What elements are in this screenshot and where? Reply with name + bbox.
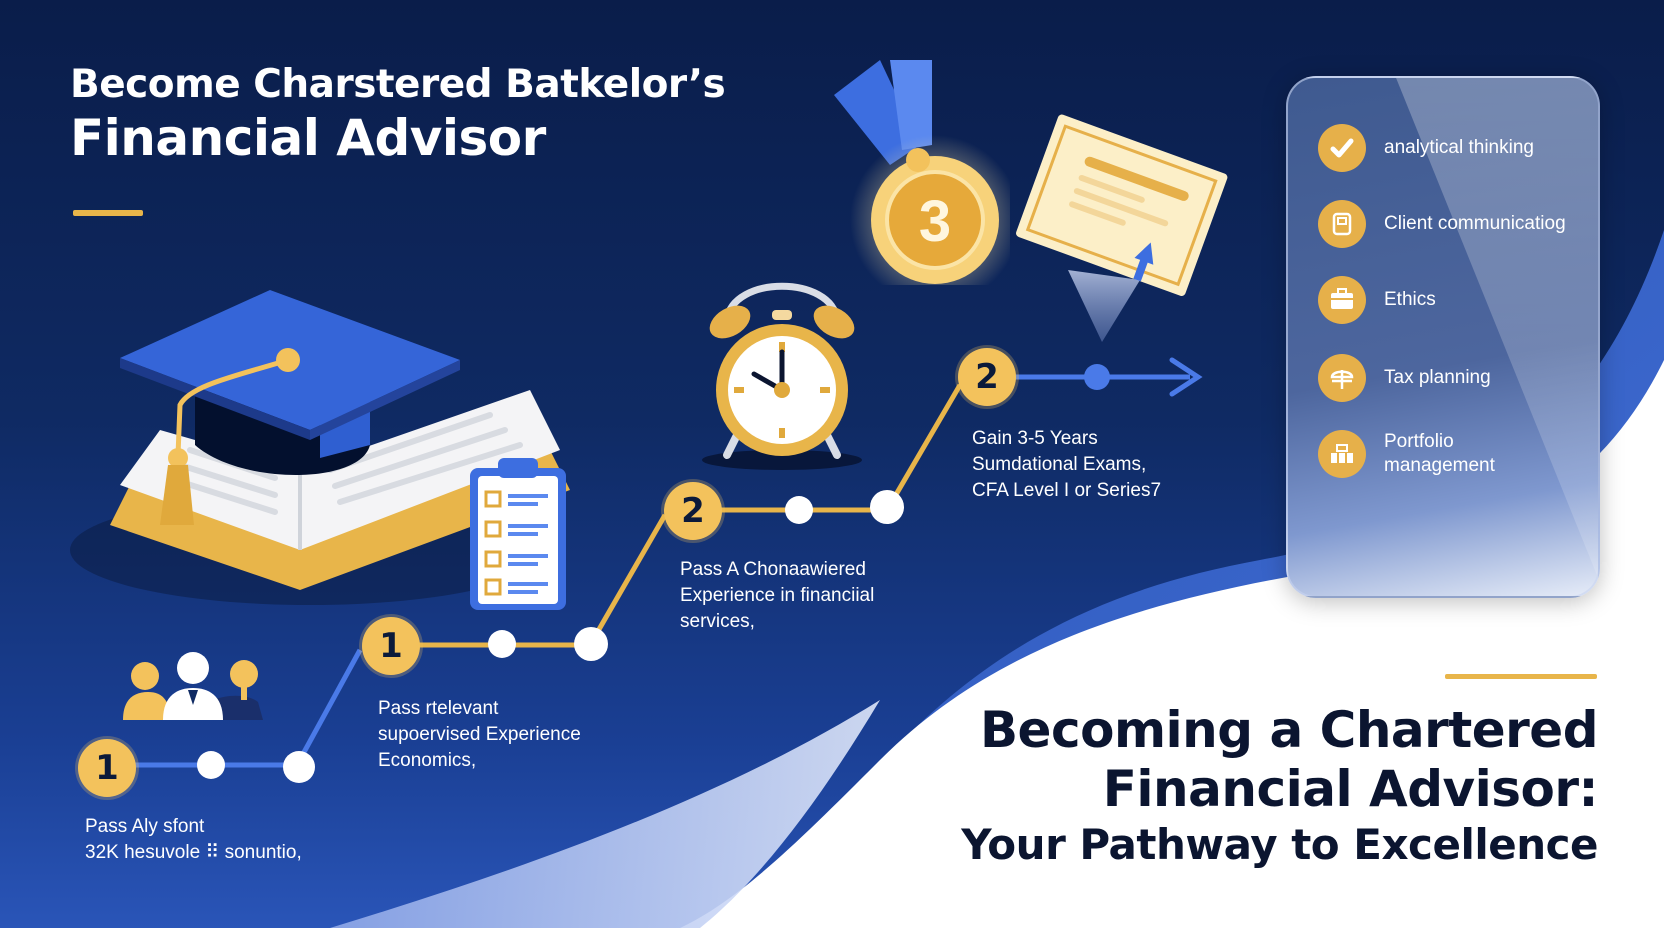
step-1a-line-2: 32K hesuvole ⠿ sonuntio, — [85, 842, 302, 863]
timeline-node — [574, 627, 608, 661]
people-group-icon — [123, 652, 263, 720]
step-2a-text: Pass A Chonaawiered Experience in financ… — [680, 557, 874, 635]
step-1a-line-1: Pass Aly sfont — [85, 816, 205, 837]
step-1b-line-1: Pass rtelevant — [378, 698, 499, 719]
document-icon — [1318, 200, 1366, 248]
skill-item-analytical-thinking: analytical thinking — [1318, 124, 1534, 172]
graduation-cap-book-icon — [70, 290, 570, 605]
step-1b-line-2: supoervised Experience — [378, 724, 581, 745]
footer-subtitle: Your Pathway to Excellence — [961, 820, 1598, 869]
certificate-icon — [1016, 114, 1228, 342]
medal-icon: 3 — [834, 60, 1010, 285]
title-line-2: Financial Advisor — [70, 109, 546, 167]
footer-title: Becoming a Chartered Financial Advisor: … — [961, 700, 1598, 872]
step-2a-line-2: Experience in financiial — [680, 585, 875, 606]
step-badge-1a: 1 — [78, 739, 136, 797]
timeline-node — [283, 751, 315, 783]
skill-label: Tax planning — [1384, 367, 1491, 388]
title-line-1: Become Charstered Batkelor’s — [70, 62, 726, 107]
step-2b-line-3: CFA Level I or Series7 — [972, 480, 1162, 501]
step-2b-text: Gain 3-5 Years Sumdational Exams, CFA Le… — [972, 426, 1161, 504]
step-2b-line-1: Gain 3-5 Years — [972, 428, 1098, 449]
step-2a-line-1: Pass A Chonaawiered — [680, 559, 866, 580]
check-icon — [1318, 124, 1366, 172]
title-underline — [73, 210, 143, 216]
skill-item-tax-planning: Tax planning — [1318, 354, 1491, 402]
skill-label: Client communicatiog — [1384, 213, 1566, 234]
step-badge-2b: 2 — [958, 348, 1016, 406]
footer-title-line-1: Becoming a Chartered — [979, 701, 1599, 759]
skill-label: analytical thinking — [1384, 137, 1534, 158]
step-badge-1b: 1 — [362, 617, 420, 675]
portfolio-icon — [1318, 430, 1366, 478]
footer-title-accent — [1445, 674, 1597, 679]
step-2a-line-3: services, — [680, 611, 755, 632]
alarm-clock-icon — [702, 282, 862, 470]
timeline-node — [197, 751, 225, 779]
checklist-clipboard-icon — [470, 458, 566, 610]
timeline-node — [870, 490, 904, 524]
step-1b-line-3: Economics, — [378, 750, 477, 771]
step-2b-line-2: Sumdational Exams, — [972, 454, 1147, 475]
briefcase-icon — [1318, 276, 1366, 324]
skill-item-ethics: Ethics — [1318, 276, 1436, 324]
medal-number: 3 — [919, 189, 951, 254]
skill-label: Portfolio management — [1384, 431, 1495, 476]
skill-item-portfolio-management: Portfolio management — [1318, 430, 1524, 478]
skill-item-client-communication: Client communicatiog — [1318, 200, 1566, 248]
scale-icon — [1318, 354, 1366, 402]
timeline-node — [488, 630, 516, 658]
skill-label: Ethics — [1384, 289, 1436, 310]
footer-title-line-2: Financial Advisor: — [1102, 760, 1599, 818]
step-badge-2a: 2 — [664, 482, 722, 540]
timeline-node — [785, 496, 813, 524]
step-1a-text: Pass Aly sfont 32K hesuvole ⠿ sonuntio, — [85, 814, 302, 866]
header-title: Become Charstered Batkelor’s Financial A… — [70, 62, 726, 168]
skills-card: analytical thinking Client communicatiog… — [1286, 76, 1600, 598]
step-1b-text: Pass rtelevant supoervised Experience Ec… — [378, 696, 581, 774]
